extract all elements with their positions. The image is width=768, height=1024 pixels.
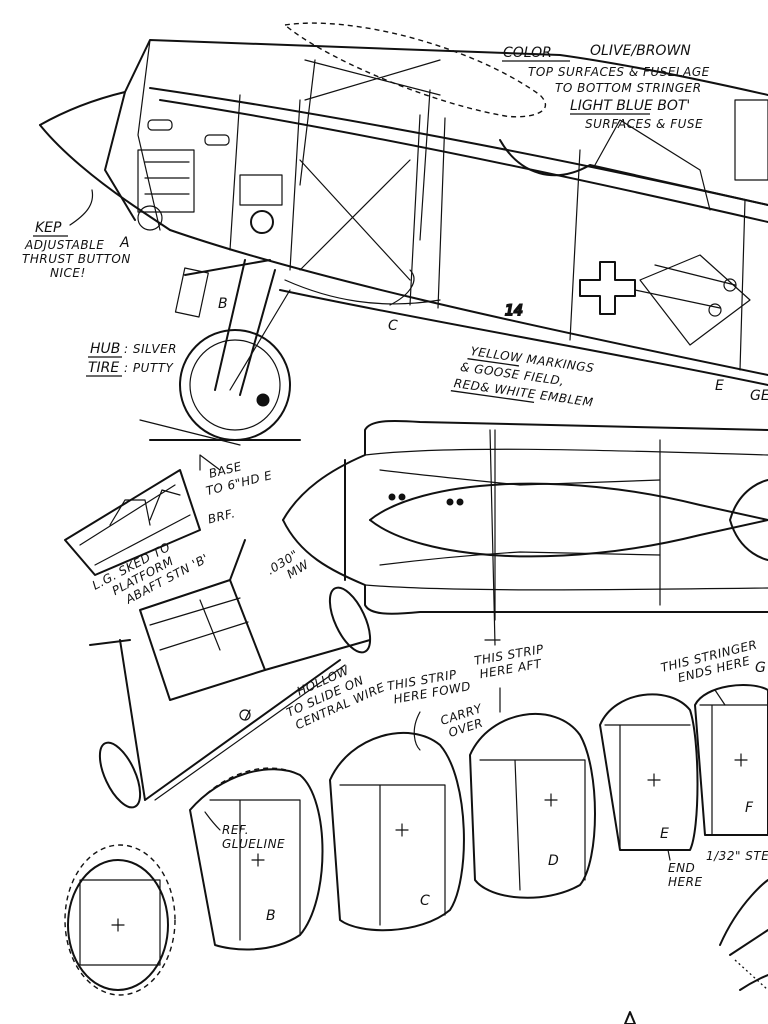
- end-2: HERE: [668, 875, 703, 889]
- step-note: 1/32" STEP: [706, 849, 768, 863]
- lg-notes: BASE TO 6"HD E BRF. L.G. SKED TO PLATFOR…: [90, 459, 387, 732]
- end-1: END: [668, 861, 695, 875]
- color-title: COLOR: [503, 45, 552, 61]
- markings-amp: &: [479, 380, 495, 396]
- markings-red: RED: [453, 376, 481, 394]
- fuselage-top-view: [282, 420, 768, 646]
- color-note: COLOR OLIVE/BROWN TOP SURFACES & FUSELAG…: [502, 43, 710, 131]
- former-label-b: B: [266, 908, 276, 924]
- landing-gear-detail: [64, 454, 372, 809]
- former-label-g: G: [755, 660, 766, 676]
- hub-value: : SILVER: [124, 342, 177, 356]
- markings-white: WHITE: [493, 382, 536, 402]
- ref-2: GLUELINE: [222, 837, 285, 851]
- fuselage-side-view: 14: [39, 22, 768, 446]
- kep-note: KEP ADJUSTABLE A THRUST BUTTON NICE!: [22, 189, 131, 280]
- ge-partial-label: GE: [750, 388, 768, 404]
- markings-line-3: RED& WHITE EMBLEM: [453, 376, 595, 409]
- former-label-d: D: [548, 853, 559, 869]
- former-label-f: F: [745, 800, 754, 816]
- kep-line-4: NICE!: [50, 266, 86, 280]
- kep-label: KEP: [35, 220, 62, 236]
- tire-label: TIRE: [88, 360, 119, 376]
- ref-1: REF.: [222, 823, 249, 837]
- color-line-5: SURFACES & FUSE: [585, 117, 703, 131]
- former-label-c: C: [420, 893, 430, 909]
- label-a: A: [119, 235, 130, 251]
- markings-emblem: EMBLEM: [535, 388, 595, 410]
- base-line-3: BRF.: [206, 506, 236, 526]
- color-value: OLIVE/BROWN: [590, 43, 691, 59]
- color-line-3: TO BOTTOM STRINGER: [555, 81, 702, 95]
- hub-tire-note: HUB : SILVER TIRE : PUTTY: [86, 341, 177, 377]
- markings-note: YELLOW MARKINGS & GOOSE FIELD, RED& WHIT…: [450, 344, 595, 410]
- kep-line-3: THRUST BUTTON: [22, 252, 131, 266]
- label-b-top: B: [218, 296, 228, 312]
- color-line-4: LIGHT BLUE BOT': [570, 98, 690, 114]
- fuselage-number: 14: [505, 303, 523, 319]
- color-line-2: TOP SURFACES & FUSELAGE: [528, 65, 710, 79]
- hub-label: HUB: [90, 341, 120, 357]
- kep-line-2: ADJUSTABLE: [24, 238, 104, 252]
- tire-value: : PUTTY: [124, 361, 175, 375]
- label-c-top: C: [388, 318, 398, 334]
- former-notes: THIS STRIP HERE FOWD THIS STRIP HERE AFT…: [204, 637, 768, 889]
- former-label-e: E: [660, 826, 669, 842]
- label-e-top: E: [715, 378, 724, 394]
- formers: B C D E F G: [64, 660, 768, 1024]
